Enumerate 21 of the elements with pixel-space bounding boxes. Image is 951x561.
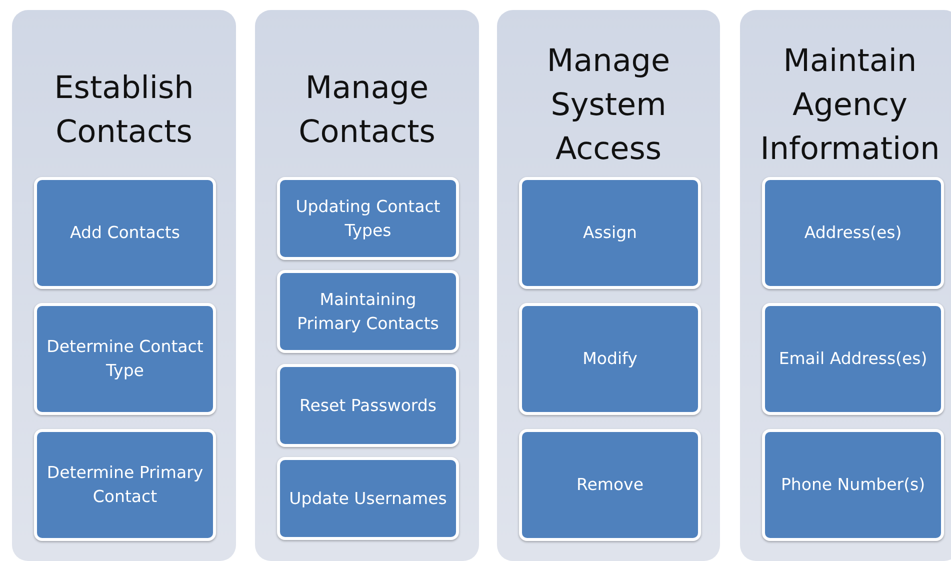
column-heading: Manage Contacts [298, 69, 436, 152]
task-box: Assign [519, 177, 701, 289]
task-box: Add Contacts [34, 177, 216, 289]
column-heading: Maintain Agency Information [759, 42, 941, 169]
column-panel [12, 10, 236, 561]
task-box: Update Usernames [277, 457, 459, 540]
column-heading: Manage System Access [546, 42, 672, 169]
task-box: Email Address(es) [762, 303, 944, 415]
task-box: Maintaining Primary Contacts [277, 270, 459, 353]
task-box: Phone Number(s) [762, 429, 944, 541]
column-heading: Establish Contacts [53, 69, 195, 152]
task-box: Determine Primary Contact [34, 429, 216, 541]
task-box: Remove [519, 429, 701, 541]
task-box: Reset Passwords [277, 364, 459, 447]
column-panel [740, 10, 951, 561]
task-box: Updating Contact Types [277, 177, 459, 260]
task-box: Modify [519, 303, 701, 415]
column-panel [255, 10, 479, 561]
task-box: Determine Contact Type [34, 303, 216, 415]
column-panel [497, 10, 720, 561]
task-box: Address(es) [762, 177, 944, 289]
